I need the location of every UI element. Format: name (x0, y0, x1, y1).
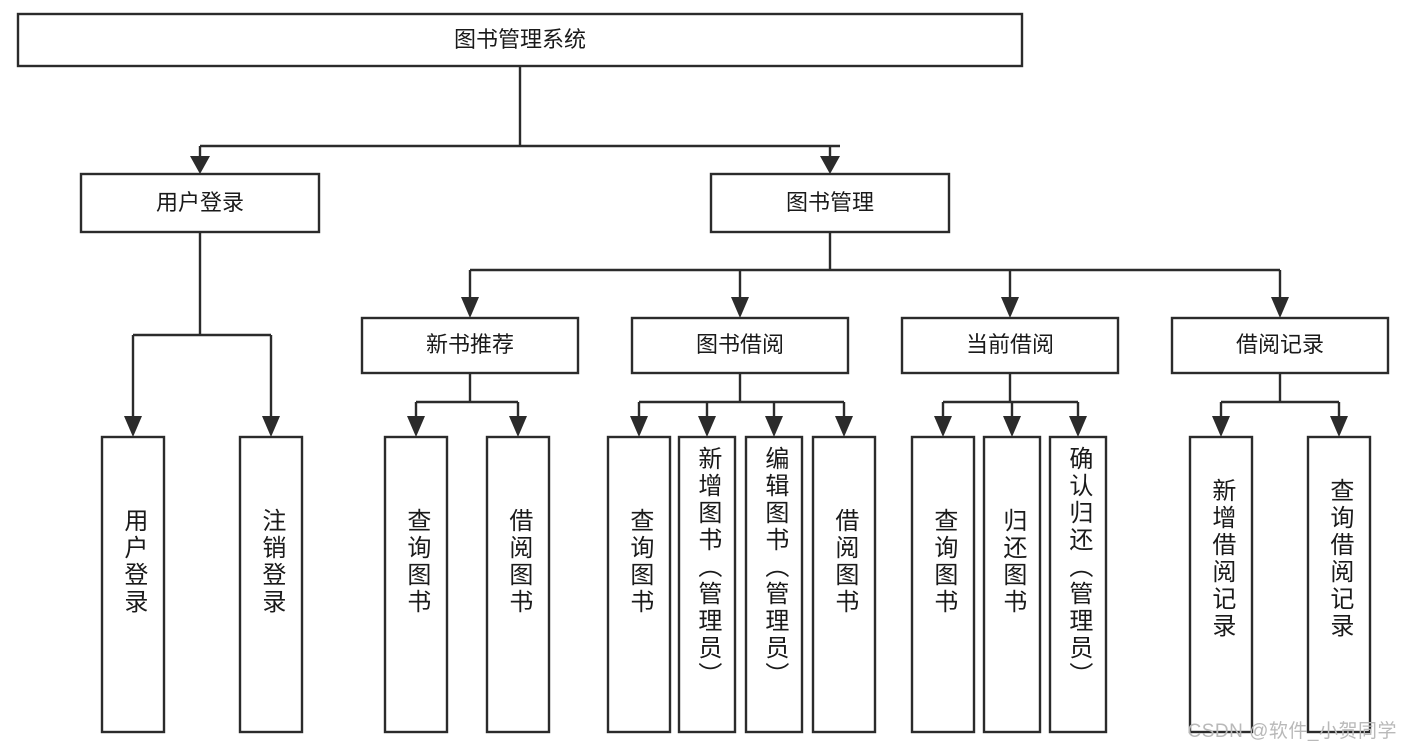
node-borrow-record[interactable]: 借阅记录 (1170, 316, 1390, 375)
connector-group-user-login (124, 232, 280, 437)
arrowhead-leaf-edit-book (765, 416, 783, 437)
node-leaf-confirm-return-box[interactable] (1048, 435, 1108, 734)
arrowhead-current-borrow (1001, 297, 1019, 318)
node-leaf-add-book-box[interactable] (677, 435, 737, 734)
node-current-borrow-box[interactable] (900, 316, 1120, 375)
node-borrow-record-box[interactable] (1170, 316, 1390, 375)
connector-group-new-book-recommend (407, 373, 527, 437)
arrowhead-leaf-query-book-3 (934, 416, 952, 437)
node-book-manage[interactable]: 图书管理 (709, 172, 951, 234)
arrowhead-borrow-record (1271, 297, 1289, 318)
node-user-login[interactable]: 用户登录 (79, 172, 321, 234)
node-new-book-recommend[interactable]: 新书推荐 (360, 316, 580, 375)
arrowhead-leaf-borrow-book-1 (509, 416, 527, 437)
node-leaf-add-record-box[interactable] (1188, 435, 1254, 734)
arrowhead-leaf-borrow-book-2 (835, 416, 853, 437)
node-leaf-borrow-book-2-box[interactable] (811, 435, 877, 734)
node-leaf-user-login-box[interactable] (100, 435, 166, 734)
node-root-label: 图书管理系统 (454, 27, 586, 52)
node-leaf-query-book-1-box[interactable] (383, 435, 449, 734)
node-current-borrow[interactable]: 当前借阅 (900, 316, 1120, 375)
node-leaf-borrow-book-1-box[interactable] (485, 435, 551, 734)
arrowhead-new-book-recommend (461, 297, 479, 318)
connector-group-root (190, 66, 840, 174)
node-book-manage-box[interactable] (709, 172, 951, 234)
node-book-borrow-label: 图书借阅 (696, 332, 784, 357)
node-new-book-recommend-label: 新书推荐 (426, 332, 514, 357)
arrowhead-leaf-add-record (1212, 416, 1230, 437)
arrowhead-leaf-user-login (124, 416, 142, 437)
csdn-watermark: CSDN @软件_小贺同学 (1187, 721, 1397, 742)
node-leaf-query-book-2-box[interactable] (606, 435, 672, 734)
connector-group-book-borrow (630, 373, 853, 437)
arrowhead-leaf-add-book (698, 416, 716, 437)
node-book-manage-label: 图书管理 (786, 190, 874, 215)
arrowhead-leaf-user-logout (262, 416, 280, 437)
connector-group-book-manage (461, 232, 1289, 318)
node-user-login-label: 用户登录 (156, 190, 244, 215)
arrowhead-leaf-return-book (1003, 416, 1021, 437)
node-borrow-record-label: 借阅记录 (1236, 332, 1324, 357)
node-leaf-user-logout-box[interactable] (238, 435, 304, 734)
arrowhead-book-borrow (731, 297, 749, 318)
node-book-borrow[interactable]: 图书借阅 (630, 316, 850, 375)
arrowhead-user-login (190, 156, 210, 174)
connector-group-borrow-record (1212, 373, 1348, 437)
node-user-login-box[interactable] (79, 172, 321, 234)
node-new-book-recommend-box[interactable] (360, 316, 580, 375)
node-book-borrow-box[interactable] (630, 316, 850, 375)
arrowhead-leaf-query-book-2 (630, 416, 648, 437)
arrowhead-leaf-query-book-1 (407, 416, 425, 437)
node-leaf-return-book-box[interactable] (982, 435, 1042, 734)
node-root-box[interactable] (16, 12, 1024, 68)
connector-group-current-borrow (934, 373, 1087, 437)
node-root[interactable]: 图书管理系统 (16, 12, 1024, 68)
node-current-borrow-label: 当前借阅 (966, 332, 1054, 357)
arrowhead-leaf-confirm-return (1069, 416, 1087, 437)
arrowhead-book-manage (820, 156, 840, 174)
node-leaf-query-record-box[interactable] (1306, 435, 1372, 734)
arrowhead-leaf-query-record (1330, 416, 1348, 437)
node-leaf-edit-book-box[interactable] (744, 435, 804, 734)
node-leaf-query-book-3-box[interactable] (910, 435, 976, 734)
